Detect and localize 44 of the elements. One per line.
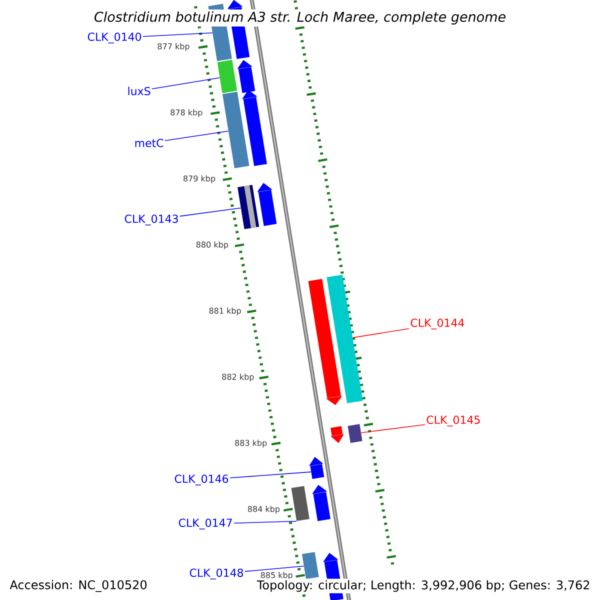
gene-bar [217,60,238,94]
accession-text: Accession: NC_010520 [8,578,149,594]
leader-line [234,520,297,524]
gene-label: CLK_0146 [174,474,228,486]
gene-label: CLK_0144 [410,318,464,330]
scale-label: 879 kbp [184,175,216,184]
leader-line [244,566,304,572]
leader-line [142,32,213,37]
gene-bar [238,184,260,230]
scale-label: 877 kbp [158,43,190,51]
gene-label: luxS [128,86,150,96]
gene-label: CLK_0143 [124,214,178,226]
leader-line [360,424,426,434]
leader-line [180,208,242,217]
title: Clostridium botulinum A3 str. Loch Maree, complete genome [92,9,508,27]
gene-feature [330,426,344,444]
gene-feature [312,484,330,522]
scale-label: 885 kbp [260,572,292,580]
gene-bar [348,424,362,443]
leader-line [230,472,312,478]
gene-bar [302,552,319,580]
scale-label: 880 kbp [196,241,228,250]
scale-label: 881 kbp [209,308,241,316]
topology-text: Topology: circular; Length: 3,992,906 bp; Genes: 3,762 [255,578,592,594]
leader-line [352,328,410,338]
gene-feature [257,182,277,226]
scale-label: 884 kbp [248,506,280,514]
gene-bar [291,486,310,522]
leader-line [152,77,220,90]
gene-feature [242,90,267,166]
gene-feature [237,60,256,94]
gene-feature [309,456,324,479]
gene-bar [326,274,363,404]
gene-label: CLK_0140 [88,32,142,44]
gene-feature [308,278,342,406]
scale-label: 878 kbp [170,109,202,117]
scale-label: 883 kbp [235,440,267,448]
gene-label: CLK_0148 [190,568,244,580]
leader-line [164,130,229,142]
gene-label: CLK_0147 [178,518,232,530]
gene-bar [222,92,250,168]
gene-label: metC [135,138,164,148]
gene-label: CLK_0145 [426,416,480,426]
scale-label: 882 kbp [222,374,254,382]
